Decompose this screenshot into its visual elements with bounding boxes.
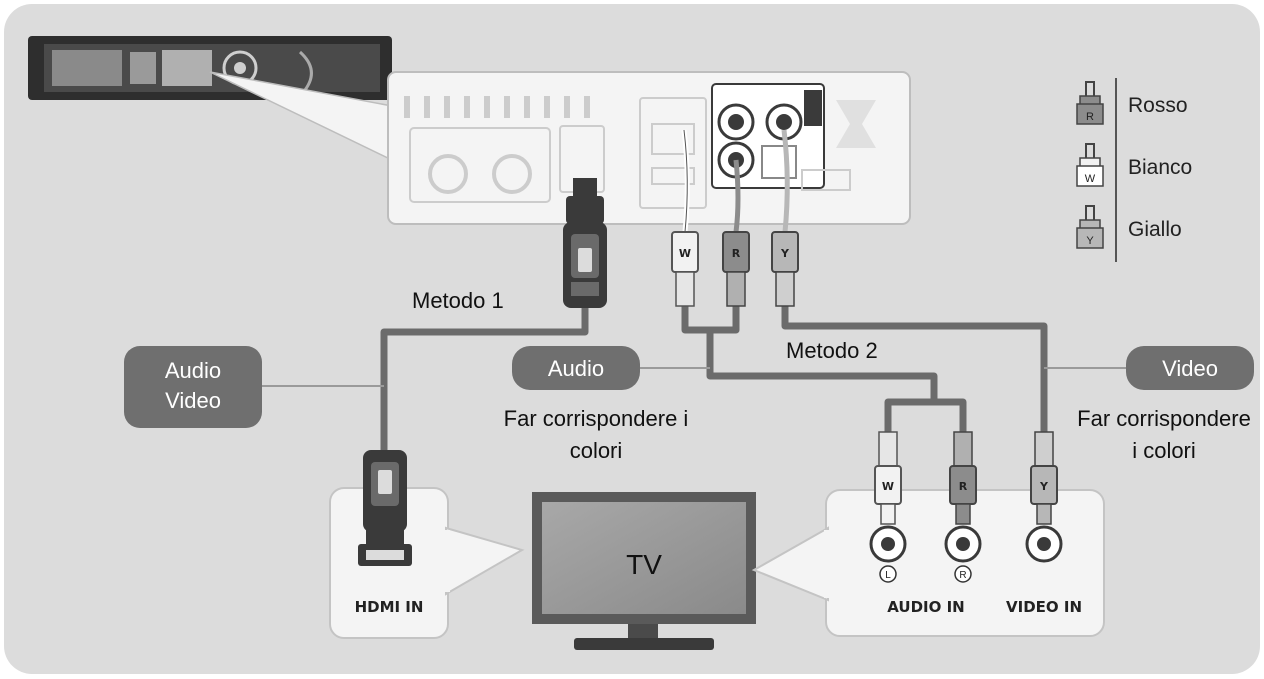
plug-white-bottom: [874, 431, 902, 525]
tv-label: TV: [626, 549, 662, 580]
audio-cable-white: [681, 306, 710, 334]
legend-yellow-letter: Y: [1086, 235, 1094, 247]
legend-yellow-icon: [1076, 205, 1104, 249]
plug-white-top-letter: W: [679, 247, 691, 260]
color-legend: R W Y Rosso Bianco Giallo: [1076, 78, 1192, 262]
jack-video: [1025, 525, 1063, 563]
audio-note-line2: colori: [570, 438, 623, 463]
hdmi-plug-bottom: [358, 450, 412, 566]
audio-cable-split: [884, 398, 967, 432]
audio-in-label: AUDIO IN: [887, 598, 964, 616]
tag-audio: [512, 346, 640, 390]
rca-plugs-bottom: W R Y: [874, 431, 1058, 525]
method-1-label: Metodo 1: [412, 288, 504, 313]
tag-audio-text: Audio: [548, 356, 604, 381]
plug-yellow-bottom: [1030, 431, 1058, 525]
video-note-line1: Far corrispondere: [1077, 406, 1251, 431]
audio-cable-merged: [706, 330, 938, 402]
plug-yellow-bottom-letter: Y: [1039, 480, 1049, 493]
plug-yellow-top-letter: Y: [780, 247, 790, 260]
legend-white-letter: W: [1085, 173, 1096, 185]
video-in-label: VIDEO IN: [1006, 598, 1082, 616]
plug-red-bottom-letter: R: [959, 480, 968, 493]
plug-yellow-top: [771, 129, 799, 307]
tag-audio-video-line2: Video: [165, 388, 221, 413]
plug-red-top-letter: R: [732, 247, 741, 260]
video-cable: [781, 306, 1048, 432]
hdmi-in-label: HDMI IN: [355, 598, 424, 616]
cables: [380, 306, 1048, 450]
rca-plugs-top: W R Y: [671, 129, 799, 307]
tv-illustration: [532, 492, 756, 650]
jack-audio-right: [944, 525, 982, 563]
plug-white-bottom-letter: W: [882, 480, 894, 493]
plug-red-bottom: [949, 431, 977, 525]
video-note-line2: i colori: [1132, 438, 1196, 463]
legend-red-letter: R: [1086, 111, 1094, 123]
player-rear-thumbnail: [28, 36, 392, 100]
tag-audio-video-line1: Audio: [165, 358, 221, 383]
audio-cable-red: [710, 306, 740, 334]
plug-red-top: [722, 159, 750, 307]
legend-yellow-label: Giallo: [1128, 218, 1182, 241]
right-channel-letter: R: [959, 570, 966, 581]
tag-video-text: Video: [1162, 356, 1218, 381]
legend-red-label: Rosso: [1128, 94, 1188, 117]
player-rear-panel: [387, 71, 911, 225]
tag-audio-video: [124, 346, 262, 428]
left-channel-marker: [879, 565, 897, 583]
tag-video: [1126, 346, 1254, 390]
av-in-panel: [751, 489, 1105, 637]
left-channel-letter: L: [885, 570, 891, 581]
right-channel-marker: [954, 565, 972, 583]
audio-note-line1: Far corrispondere i: [504, 406, 689, 431]
method-2-label: Metodo 2: [786, 338, 878, 363]
hdmi-plug-top: [563, 178, 607, 308]
plug-white-top: [671, 129, 699, 307]
hdmi-cable: [380, 308, 589, 450]
legend-red-icon: [1076, 81, 1104, 125]
jack-audio-left: [869, 525, 907, 563]
legend-white-label: Bianco: [1128, 156, 1192, 179]
legend-white-icon: [1076, 143, 1104, 187]
